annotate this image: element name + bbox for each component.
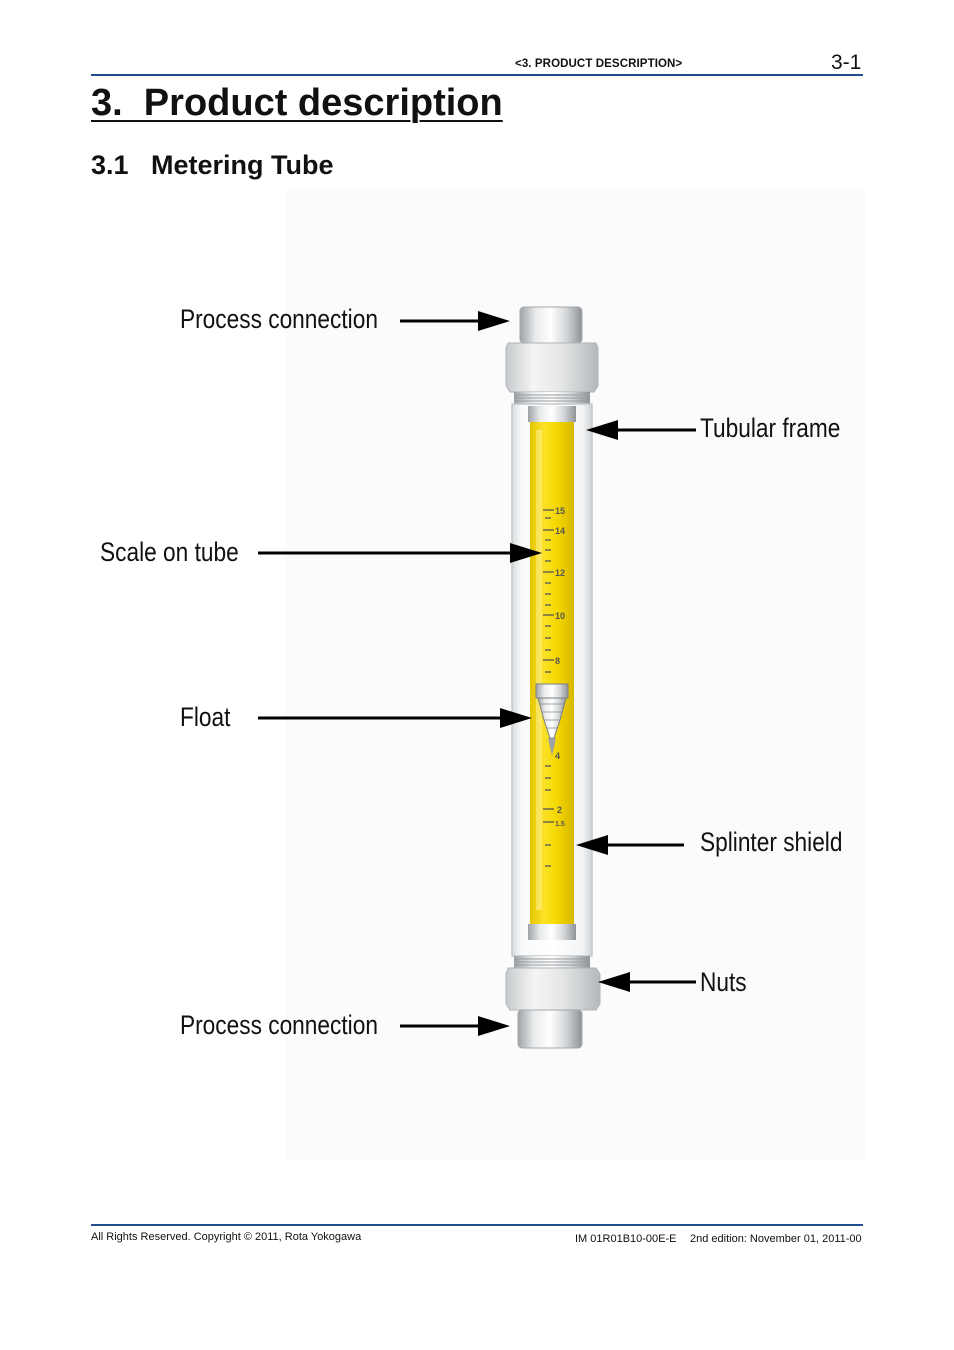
label-scale-on-tube: Scale on tube — [100, 537, 239, 567]
section-heading: 3.1 Metering Tube — [91, 150, 334, 180]
bottom-connector — [517, 1009, 583, 1049]
scale-mark-12: 12 — [555, 568, 565, 578]
bottom-nut — [505, 967, 601, 1011]
scale-ticks — [543, 509, 554, 867]
footer-doc-id: IM 01R01B10-00E-E — [575, 1233, 677, 1245]
running-header-section: <3. PRODUCT DESCRIPTION> — [515, 58, 683, 70]
footer-copyright: All Rights Reserved. Copyright © 2011, R… — [91, 1231, 362, 1243]
scale-mark-15: 15 — [555, 506, 565, 516]
label-process-connection-top: Process connection — [180, 304, 378, 334]
scale-mark-10: 10 — [555, 611, 565, 621]
scale-mark-4: 4 — [555, 751, 560, 761]
scale-mark-14: 14 — [555, 526, 565, 536]
arrow-float — [258, 708, 532, 728]
footer-rule — [91, 1224, 863, 1226]
arrow-tubular-frame — [586, 420, 696, 440]
scale-mark-1-5: 1.5 — [555, 821, 565, 828]
page-number: 3-1 — [831, 51, 862, 74]
scale-mark-8: 8 — [555, 656, 560, 666]
header-rule — [91, 74, 863, 76]
label-nuts: Nuts — [700, 967, 747, 997]
top-connector — [519, 306, 583, 344]
top-nut — [505, 342, 599, 393]
page-title: 3. Product description — [91, 82, 503, 124]
scale-mark-2: 2 — [557, 805, 562, 815]
callout-arrows — [258, 311, 696, 1036]
arrow-process-connection-top — [400, 311, 510, 331]
float — [535, 683, 569, 756]
label-process-connection-bottom: Process connection — [180, 1010, 378, 1040]
arrow-process-connection-bottom — [400, 1016, 510, 1036]
arrow-nuts — [598, 972, 696, 992]
label-splinter-shield: Splinter shield — [700, 827, 843, 857]
arrow-scale-on-tube — [258, 543, 542, 563]
label-tubular-frame: Tubular frame — [700, 413, 841, 443]
arrow-splinter-shield — [576, 835, 684, 855]
label-float: Float — [180, 702, 231, 732]
footer-edition: 2nd edition: November 01, 2011-00 — [690, 1233, 862, 1245]
